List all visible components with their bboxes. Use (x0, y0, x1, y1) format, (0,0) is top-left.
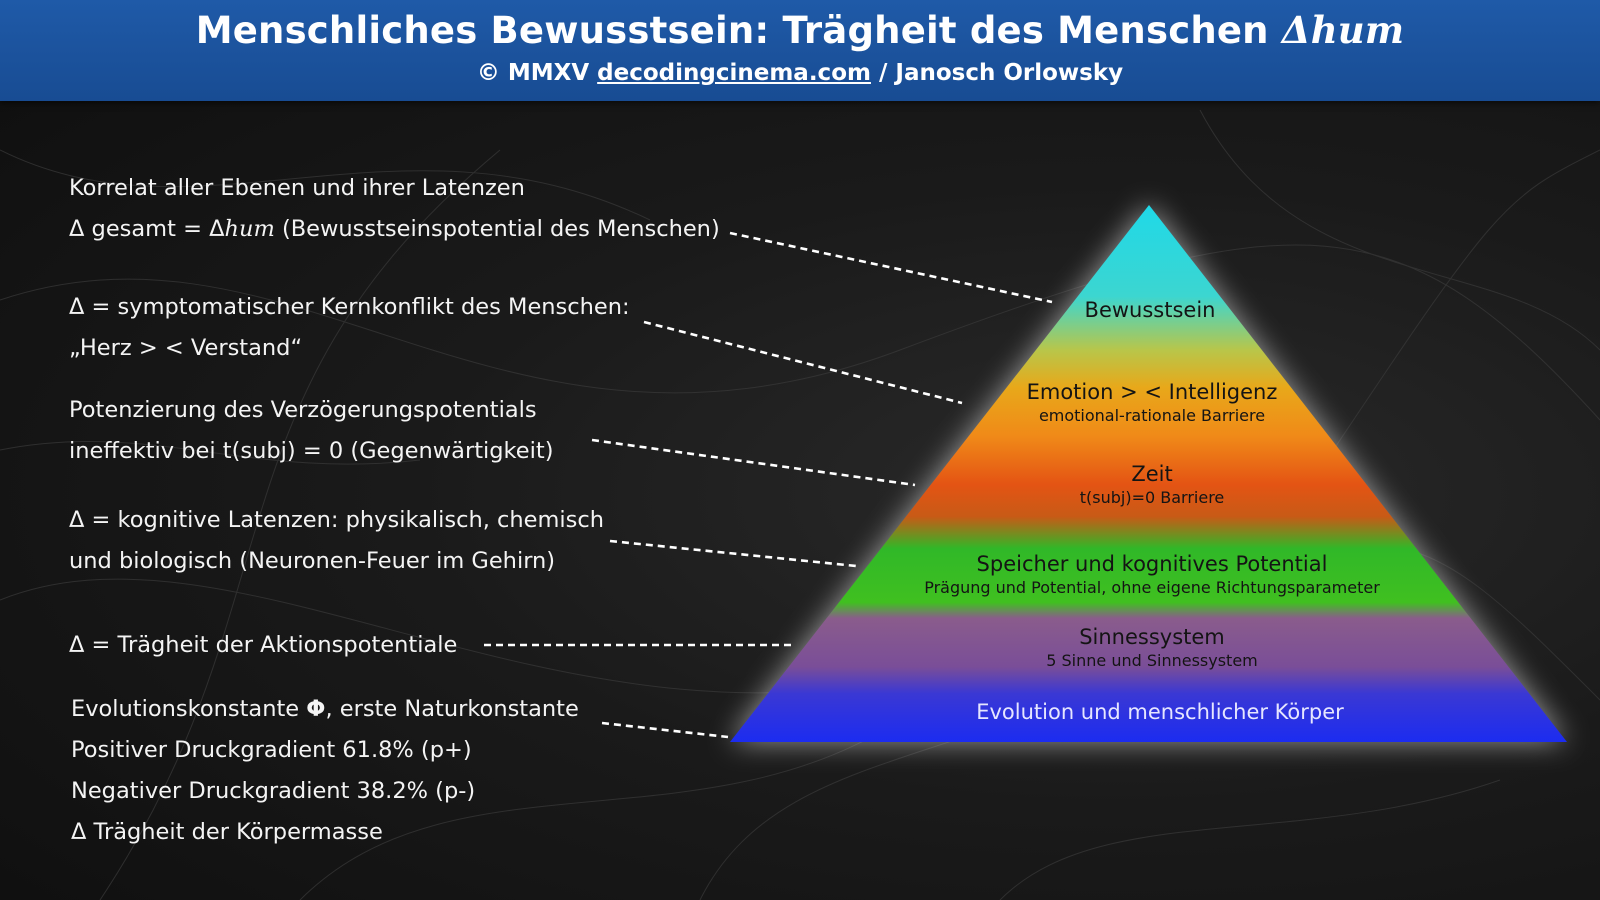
level-zeit: Zeit t(subj)=0 Barriere (702, 462, 1600, 507)
title-text: Menschliches Bewusstsein: Trägheit des M… (195, 9, 1282, 52)
connector-3 (591, 438, 916, 487)
page-title: Menschliches Bewusstsein: Trägheit des M… (0, 8, 1600, 52)
annotation-2-line-1: Δ = symptomatischer Kernkonflikt des Men… (69, 294, 630, 320)
annotation-5-line-1: Δ = Trägheit der Aktionspotentiale (69, 632, 458, 658)
page-subtitle: © MMXV decodingcinema.com / Janosch Orlo… (0, 60, 1600, 86)
annotation-4-line-2: und biologisch (Neuronen-Feuer im Gehirn… (69, 548, 556, 574)
website-link[interactable]: decodingcinema.com (597, 60, 871, 86)
annotation-6-line-1: Evolutionskonstante Φ, erste Naturkonsta… (71, 689, 579, 730)
annotation-5: Δ = Trägheit der Aktionspotentiale (69, 625, 457, 666)
title-symbol: Δhum (1281, 8, 1405, 52)
annotation-1-suffix: (Bewusstseinspotential des Menschen) (274, 216, 720, 242)
annotation-1-line-1: Korrelat aller Ebenen und ihrer Latenzen (69, 175, 525, 201)
author-text: / Janosch Orlowsky (870, 60, 1124, 86)
annotation-4-line-1: Δ = kognitive Latenzen: physikalisch, ch… (69, 507, 605, 533)
annotation-6-suffix: , erste Naturkonstante (325, 696, 579, 722)
level-speicher: Speicher und kognitives Potential Prägun… (702, 552, 1600, 597)
level-6-title: Evolution und menschlicher Körper (976, 700, 1344, 724)
level-sinnessystem: Sinnessystem 5 Sinne und Sinnessystem (702, 625, 1600, 670)
annotation-6-prefix: Evolutionskonstante (71, 696, 307, 722)
annotation-1: Korrelat aller Ebenen und ihrer Latenzen… (69, 168, 720, 250)
annotation-2: Δ = symptomatischer Kernkonflikt des Men… (69, 287, 630, 369)
level-1-title: Bewusstsein (1084, 298, 1216, 322)
annotation-3-line-1: Potenzierung des Verzögerungspotentials (69, 397, 537, 423)
level-emotion: Emotion > < Intelligenz emotional-ration… (702, 380, 1600, 425)
level-5-title: Sinnessystem (1079, 625, 1225, 649)
annotation-2-line-2: „Herz > < Verstand“ (69, 335, 303, 361)
annotation-1-line-2: Δ gesamt = Δhum (Bewusstseinspotential d… (69, 209, 720, 250)
annotation-6: Evolutionskonstante Φ, erste Naturkonsta… (71, 689, 579, 853)
connector-lines (484, 231, 1053, 739)
copyright-text: © MMXV (476, 60, 598, 86)
header-bar: Menschliches Bewusstsein: Trägheit des M… (0, 0, 1600, 101)
level-3-subtitle: t(subj)=0 Barriere (1079, 488, 1225, 507)
connector-6 (601, 721, 729, 739)
connector-1 (729, 231, 1053, 304)
annotation-4: Δ = kognitive Latenzen: physikalisch, ch… (69, 500, 604, 582)
annotation-6-line-4: Δ Trägheit der Körpermasse (71, 819, 383, 845)
annotation-6-line-3: Negativer Druckgradient 38.2% (p-) (71, 778, 476, 804)
annotation-3-line-2: ineffektiv bei t(subj) = 0 (Gegenwärtigk… (69, 438, 554, 464)
level-bewusstsein: Bewusstsein (700, 298, 1600, 322)
connector-4 (609, 539, 857, 568)
annotation-3: Potenzierung des Verzögerungspotentials … (69, 390, 553, 472)
level-5-subtitle: 5 Sinne und Sinnessystem (1046, 651, 1258, 670)
level-3-title: Zeit (1131, 462, 1173, 486)
level-4-subtitle: Prägung und Potential, ohne eigene Richt… (924, 578, 1380, 597)
level-2-title: Emotion > < Intelligenz (1026, 380, 1278, 404)
level-evolution: Evolution und menschlicher Körper (710, 700, 1600, 724)
annotation-6-line-2: Positiver Druckgradient 61.8% (p+) (71, 737, 472, 763)
level-2-subtitle: emotional-rationale Barriere (1038, 406, 1266, 425)
connector-2 (643, 320, 963, 405)
annotation-1-hum: hum (224, 216, 275, 242)
annotation-1-prefix: Δ gesamt = Δ (69, 216, 225, 242)
pyramid-shape (730, 205, 1567, 742)
level-4-title: Speicher und kognitives Potential (976, 552, 1328, 576)
phi-symbol: Φ (306, 696, 326, 722)
